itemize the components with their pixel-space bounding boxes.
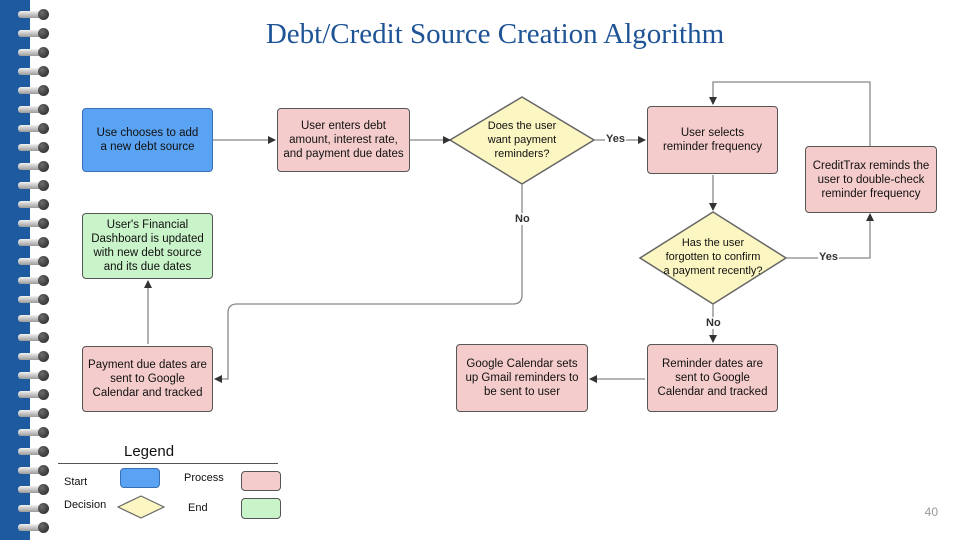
node-credittrax-reminds: CreditTrax reminds the user to double-ch…: [805, 146, 937, 213]
legend-end-swatch: [241, 498, 281, 519]
legend-start-swatch: [120, 468, 160, 488]
node-dashboard-updated: User's Financial Dashboard is updated wi…: [82, 213, 213, 279]
binder-ring: [18, 66, 50, 77]
edge-label-yes-forgotten: Yes: [818, 251, 839, 263]
node-start: Use chooses to add a new debt source: [82, 108, 213, 172]
binder-ring: [18, 218, 50, 229]
edge-label-no-reminders: No: [514, 213, 531, 225]
node-enter-debt: User enters debt amount, interest rate, …: [277, 108, 410, 172]
edge-label-yes-reminders: Yes: [605, 133, 626, 145]
node-payment-dates-sent: Payment due dates are sent to Google Cal…: [82, 346, 213, 412]
binder-ring: [18, 275, 50, 286]
binder-ring: [18, 9, 50, 20]
binder-ring: [18, 351, 50, 362]
edge-label-no-forgotten: No: [705, 317, 722, 329]
binder-ring: [18, 161, 50, 172]
binder-ring: [18, 85, 50, 96]
binder-ring: [18, 180, 50, 191]
decision-want-reminders-text: Does the user want payment reminders?: [487, 120, 557, 160]
legend-divider: [58, 463, 278, 464]
page-number: 40: [924, 505, 938, 519]
binder-ring: [18, 28, 50, 39]
legend-decision-label: Decision: [64, 499, 107, 511]
binder-ring: [18, 408, 50, 419]
binder-ring: [18, 313, 50, 324]
binder-ring: [18, 142, 50, 153]
binder-ring: [18, 389, 50, 400]
edge-no-to-payment: [214, 184, 523, 383]
binder-ring: [18, 294, 50, 305]
node-gmail-reminders: Google Calendar sets up Gmail reminders …: [456, 344, 588, 412]
binder-ring: [18, 199, 50, 210]
binder-ring: [18, 256, 50, 267]
binder-ring: [18, 237, 50, 248]
legend-process-label: Process: [184, 472, 224, 484]
edge-forgotten-yes: [786, 213, 874, 259]
binder-ring: [18, 104, 50, 115]
node-reminder-dates-sent: Reminder dates are sent to Google Calend…: [647, 344, 778, 412]
binder-ring: [18, 370, 50, 381]
legend-decision-swatch: [117, 495, 165, 519]
binder-ring: [18, 446, 50, 457]
decision-forgotten-text: Has the user forgotten to confirm a paym…: [663, 237, 763, 277]
binder-ring: [18, 484, 50, 495]
binder-ring: [18, 522, 50, 533]
binder-ring: [18, 123, 50, 134]
edge-credittrax-loop: [709, 81, 871, 175]
legend-process-swatch: [241, 471, 281, 491]
legend-title: Legend: [124, 443, 175, 460]
binder-ring: [18, 503, 50, 514]
legend-end-label: End: [188, 502, 208, 514]
binder-ring: [18, 427, 50, 438]
binder-ring: [18, 47, 50, 58]
node-select-frequency: User selects reminder frequency: [647, 106, 778, 174]
legend-start-label: Start: [64, 476, 88, 488]
binder-ring: [18, 332, 50, 343]
page-title: Debt/Credit Source Creation Algorithm: [265, 18, 725, 50]
binder-ring: [18, 465, 50, 476]
